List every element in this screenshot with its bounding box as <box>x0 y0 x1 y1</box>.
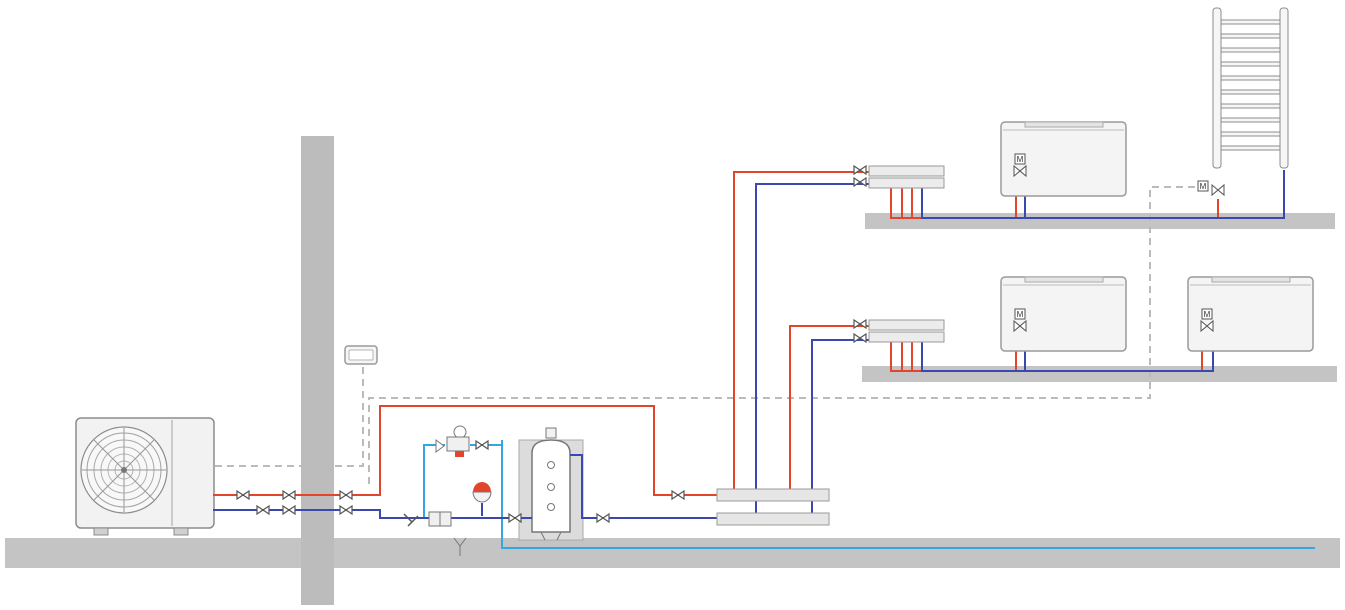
valve-icon <box>282 504 296 516</box>
motor-label: M <box>1204 310 1211 319</box>
safety-group-icon <box>435 425 470 457</box>
manifold-icon <box>868 165 945 189</box>
return-pipes <box>213 170 1285 519</box>
valves <box>236 164 867 524</box>
valve-icon <box>853 176 867 188</box>
towel-radiator-icon <box>1212 7 1289 169</box>
valve-icon <box>339 489 353 501</box>
pump-icon <box>403 511 467 556</box>
thermostat-icon <box>344 345 378 365</box>
wall <box>301 136 334 605</box>
valve-icon <box>508 512 522 524</box>
motor-label: M <box>1200 182 1207 191</box>
heat-pump-icon <box>75 417 215 536</box>
motorized-valve-icon: M <box>1013 308 1027 333</box>
expansion-vessel-icon <box>472 482 492 516</box>
floor-slab-upper <box>865 213 1335 229</box>
manifold-icon <box>868 319 945 343</box>
valve-icon <box>671 489 685 501</box>
valve-icon <box>853 332 867 344</box>
control-lines <box>215 186 1200 484</box>
floor-slab-middle <box>862 366 1337 382</box>
motorized-valve-icon: M <box>1013 153 1027 178</box>
valve-icon <box>596 512 610 524</box>
motorized-valve-icon: M <box>1197 180 1225 197</box>
valve-icon <box>282 489 296 501</box>
ground-slab <box>5 538 1340 568</box>
motor-label: M <box>1017 310 1024 319</box>
motorized-valve-icon: M <box>1200 308 1214 333</box>
hydraulic-separator-icon <box>716 488 830 526</box>
valve-icon <box>853 318 867 330</box>
valve-icon <box>256 504 270 516</box>
valve-icon <box>853 164 867 176</box>
motor-label: M <box>1017 155 1024 164</box>
fan-coil-icon <box>1000 276 1127 352</box>
valve-icon <box>236 489 250 501</box>
valve-icon <box>475 439 489 451</box>
valve-icon <box>339 504 353 516</box>
fan-coil-icon <box>1187 276 1314 352</box>
tank-icon <box>518 427 584 541</box>
fan-coil-icon <box>1000 121 1127 197</box>
motor-valves: M M M M <box>1013 153 1225 333</box>
